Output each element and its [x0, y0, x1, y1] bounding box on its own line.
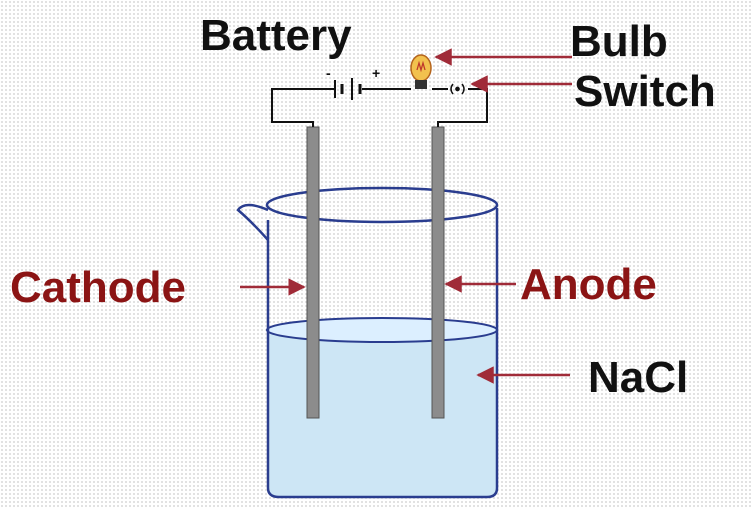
battery-positive-sign: + [372, 65, 380, 81]
beaker [236, 186, 499, 499]
pointer-arrows [240, 48, 572, 384]
battery-label: Battery [200, 11, 352, 60]
anode-label: Anode [520, 260, 657, 309]
bulb-label: Bulb [570, 17, 668, 66]
battery-icon: - + [326, 65, 380, 100]
anode-rod [431, 126, 445, 419]
solution-surface [266, 317, 498, 343]
light-bulb-icon [410, 54, 432, 89]
cathode-label: Cathode [10, 263, 186, 312]
switch-label: Switch [574, 67, 716, 116]
circuit-wire [271, 88, 488, 127]
nacl-label: NaCl [588, 353, 688, 402]
beaker-spout [236, 203, 269, 241]
beaker-rim [265, 186, 499, 224]
nacl-solution [268, 320, 497, 497]
switch-icon [450, 83, 465, 95]
battery-negative-sign: - [326, 65, 331, 81]
beaker-wall [266, 208, 499, 499]
cathode-rod [306, 126, 320, 419]
